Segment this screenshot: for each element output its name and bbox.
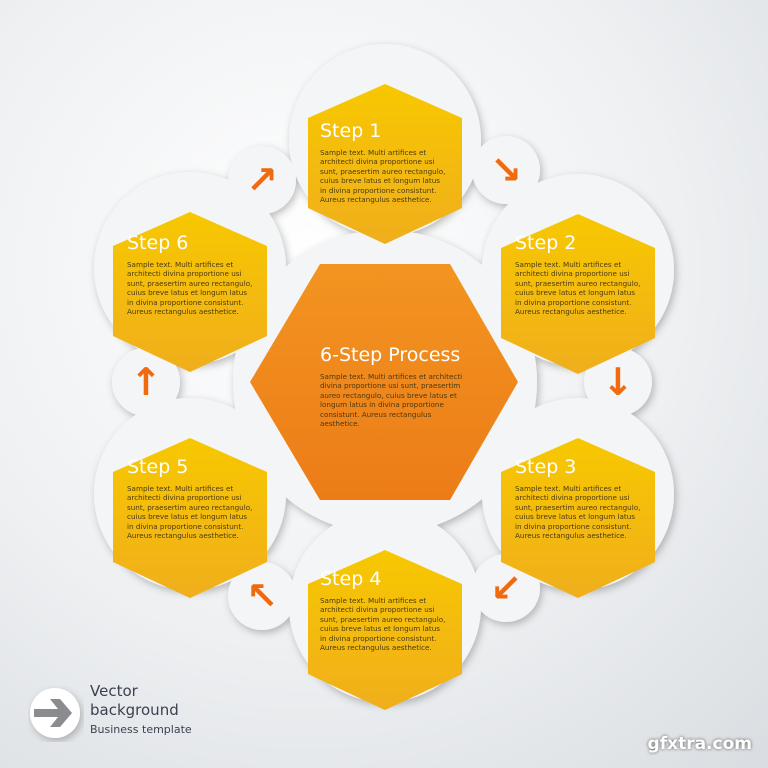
brand-line-3: Business template <box>90 723 192 736</box>
arrow-down-icon: ↓ <box>602 360 634 404</box>
step-body: Sample text. Multi artifices et architec… <box>515 260 641 317</box>
arrow-down-left-icon: ↙ <box>490 566 522 610</box>
step-body: Sample text. Multi artifices et architec… <box>320 148 446 205</box>
step-body: Sample text. Multi artifices et architec… <box>127 260 253 317</box>
step-6: Step 6 Sample text. Multi artifices et ar… <box>127 232 255 316</box>
step-body: Sample text. Multi artifices et architec… <box>515 484 641 541</box>
arrow-up-right-icon: ↗ <box>246 158 278 202</box>
step-title: Step 6 <box>127 232 189 254</box>
center-body: Sample text. Multi artifices et architec… <box>320 372 463 429</box>
step-title: Step 5 <box>127 456 189 478</box>
step-5: Step 5 Sample text. Multi artifices et ar… <box>127 456 255 540</box>
brand-line-2: background <box>90 701 179 719</box>
arrow-down-right-icon: ↘ <box>490 148 522 192</box>
arrow-up-icon: ↑ <box>130 360 162 404</box>
arrow-up-left-icon: ↖ <box>246 574 278 618</box>
step-title: Step 4 <box>320 568 382 590</box>
step-body: Sample text. Multi artifices et architec… <box>320 596 446 653</box>
brand-block: Vector background Business template <box>90 682 192 736</box>
watermark: gfxtra.com <box>647 734 752 754</box>
step-title: Step 3 <box>515 456 577 478</box>
step-title: Step 2 <box>515 232 577 254</box>
brand-line-1: Vector <box>90 682 138 700</box>
step-body: Sample text. Multi artifices et architec… <box>127 484 253 541</box>
step-title: Step 1 <box>320 120 382 142</box>
center-title: 6-Step Process <box>320 344 461 366</box>
step-1: Step 1 Sample text. Multi artifices et ar… <box>320 120 448 204</box>
step-4: Step 4 Sample text. Multi artifices et ar… <box>320 568 448 652</box>
arrow-right-icon <box>30 688 80 738</box>
center-hexagon <box>250 264 518 500</box>
step-3: Step 3 Sample text. Multi artifices et ar… <box>515 456 643 540</box>
step-2: Step 2 Sample text. Multi artifices et ar… <box>515 232 643 316</box>
